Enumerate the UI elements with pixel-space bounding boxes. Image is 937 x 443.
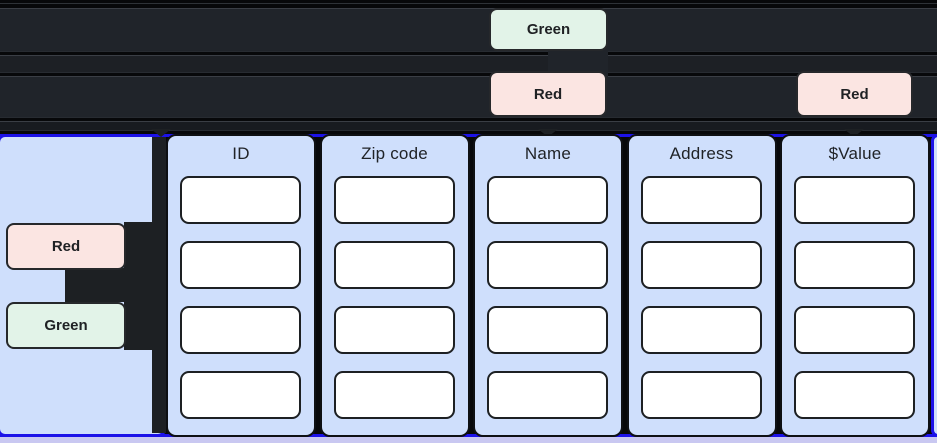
pointer-to-row-panel [151, 129, 171, 137]
column-header: Name [524, 144, 572, 163]
vertical-connector-strip [152, 137, 166, 433]
column-zip-code[interactable]: Zip code [319, 134, 470, 437]
column-address[interactable]: Address [626, 134, 777, 437]
row-green-connector [124, 300, 152, 350]
panel-top-border [0, 134, 937, 137]
cell-box[interactable] [487, 176, 608, 224]
bottom-panel-edge [0, 437, 937, 443]
cell-box[interactable] [333, 371, 455, 419]
cell-box[interactable] [333, 176, 455, 224]
cell-box[interactable] [640, 241, 762, 289]
tag-red-row[interactable]: Red [6, 223, 126, 270]
cell-box[interactable] [794, 241, 915, 289]
cell-box[interactable] [794, 306, 915, 354]
column-id[interactable]: ID [166, 134, 316, 437]
cell-box[interactable] [640, 306, 762, 354]
row-tags-bridge [65, 268, 152, 302]
pointer-to-value-column [844, 129, 864, 137]
column-header: Address [669, 144, 734, 163]
cell-box[interactable] [180, 371, 301, 419]
cell-box[interactable] [487, 371, 608, 419]
tag-lane-3 [0, 76, 937, 118]
tag-lane-2 [0, 55, 937, 73]
cell-box[interactable] [487, 306, 608, 354]
cell-box[interactable] [640, 176, 762, 224]
tag-red-value-column[interactable]: Red [796, 71, 913, 117]
pointer-to-name-column [538, 129, 558, 137]
row-red-connector [124, 222, 152, 272]
tag-lane-1 [0, 8, 937, 52]
cell-box[interactable] [180, 306, 301, 354]
tag-red-name-column[interactable]: Red [489, 71, 607, 117]
cell-box[interactable] [180, 241, 301, 289]
cell-box[interactable] [640, 371, 762, 419]
next-panel-edge [931, 134, 937, 437]
cell-box[interactable] [333, 306, 455, 354]
panel-bottom-border [0, 434, 937, 437]
tag-green-lane[interactable]: Green [489, 8, 608, 51]
tag-lane-4 [0, 121, 937, 131]
column-header: ID [232, 144, 250, 163]
column-name[interactable]: Name [473, 134, 623, 437]
cell-box[interactable] [794, 371, 915, 419]
cell-box[interactable] [794, 176, 915, 224]
column-header: $Value [828, 144, 882, 163]
column-header: Zip code [361, 144, 428, 163]
column-value[interactable]: $Value [780, 134, 930, 437]
top-hairline [0, 3, 937, 4]
cell-box[interactable] [487, 241, 608, 289]
cell-box[interactable] [180, 176, 301, 224]
tag-green-row[interactable]: Green [6, 302, 126, 349]
cell-box[interactable] [333, 241, 455, 289]
